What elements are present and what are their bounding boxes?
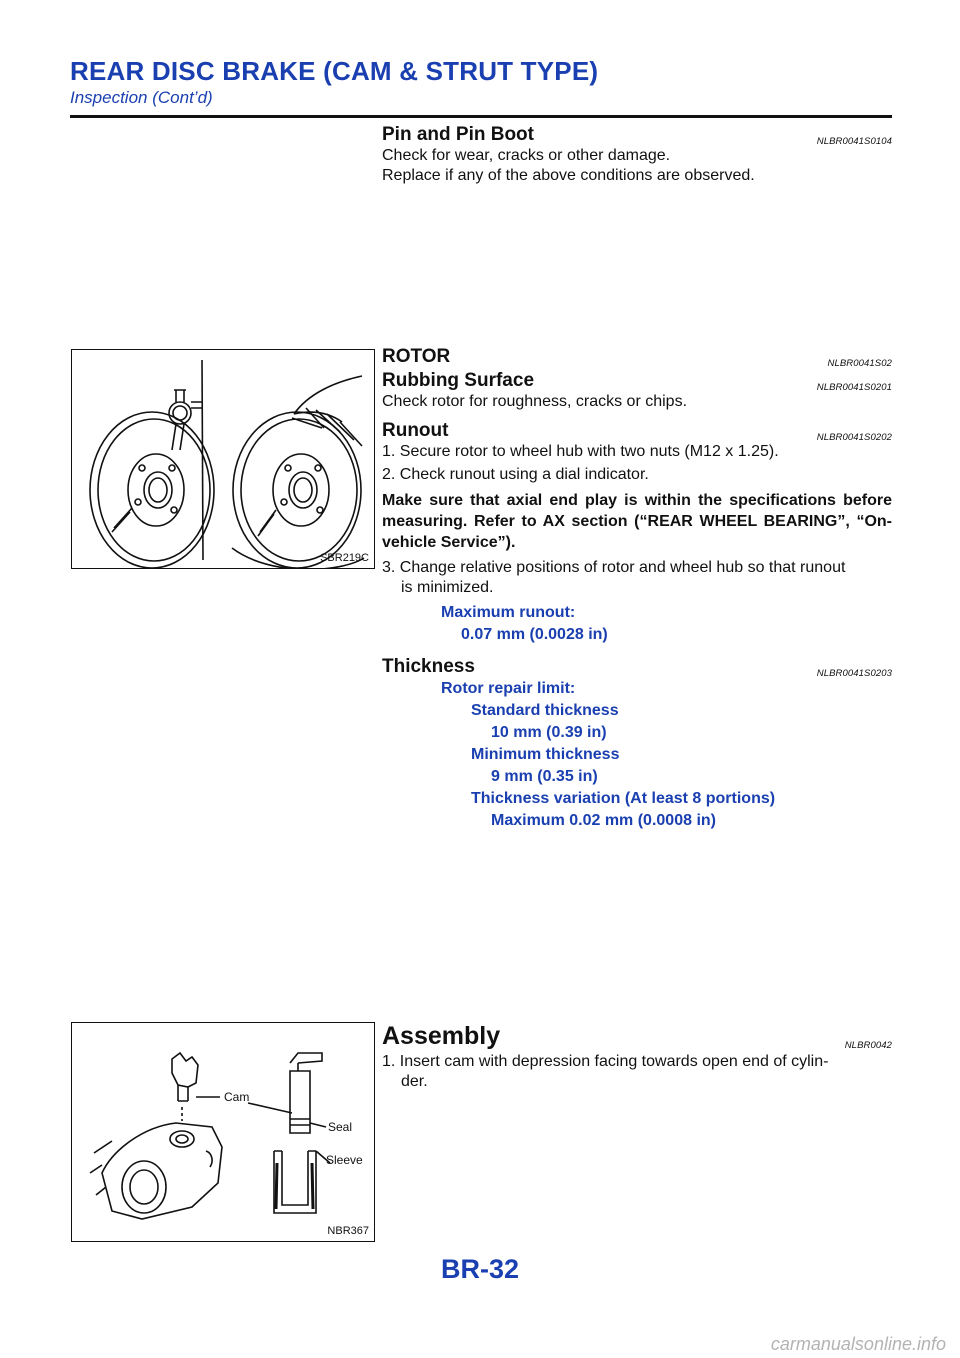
callout-sleeve: Sleeve <box>326 1153 363 1167</box>
rubbing-surface-code: NLBR0041S0201 <box>816 382 892 393</box>
rubbing-surface-heading: Rubbing Surface <box>382 370 535 391</box>
assembly-code: NLBR0042 <box>844 1040 892 1051</box>
figure-cam-label: NBR367 <box>327 1225 369 1237</box>
thickness-standard-value: 10 mm (0.39 in) <box>491 724 607 741</box>
rotor-dial-indicator-illustration <box>89 359 365 571</box>
runout-step-1: 1. Secure rotor to wheel hub with two nu… <box>382 443 779 460</box>
callout-seal: Seal <box>328 1120 352 1134</box>
runout-step-3: 3. Change relative positions of rotor an… <box>382 559 846 576</box>
thickness-code: NLBR0041S0203 <box>816 668 892 679</box>
figure-cam-assembly: Cam Seal Sleeve NBR367 <box>71 1022 375 1242</box>
runout-step-2: 2. Check runout using a dial indicator. <box>382 466 649 483</box>
page-number: BR-32 <box>440 1254 520 1284</box>
watermark: carmanualsonline.info <box>770 1334 946 1354</box>
thickness-heading: Thickness <box>382 656 475 677</box>
runout-note: Make sure that axial end play is within … <box>382 492 892 551</box>
thickness-minimum-label: Minimum thickness <box>471 746 620 763</box>
assembly-step-1: 1. Insert cam with depression facing tow… <box>382 1053 829 1070</box>
pin-boot-heading: Pin and Pin Boot <box>382 124 534 145</box>
thickness-standard-label: Standard thickness <box>471 702 619 719</box>
runout-spec-value: 0.07 mm (0.0028 in) <box>461 626 608 643</box>
runout-spec-label: Maximum runout: <box>441 604 576 621</box>
figure-rotor-runout: SBR219C <box>71 349 375 571</box>
thickness-minimum-value: 9 mm (0.35 in) <box>491 768 598 785</box>
rotor-heading: ROTOR <box>382 346 451 367</box>
header-divider <box>70 115 892 118</box>
thickness-variation-value: Maximum 0.02 mm (0.0008 in) <box>491 812 716 829</box>
figure-rotor-label: SBR219C <box>320 552 369 564</box>
assembly-step-1-cont: der. <box>401 1073 428 1090</box>
thickness-variation-label: Thickness variation (At least 8 portions… <box>471 790 776 807</box>
runout-heading: Runout <box>382 420 449 441</box>
page-header-subtitle: Inspection (Cont’d) <box>70 88 213 107</box>
thickness-repair-limit: Rotor repair limit: <box>441 680 576 697</box>
section-pin-boot: Pin and Pin Boot NLBR0041S0104 Check for… <box>382 124 892 186</box>
runout-step-3-cont: is minimized. <box>401 579 494 596</box>
rotor-code: NLBR0041S02 <box>827 358 892 369</box>
page-header-title: REAR DISC BRAKE (CAM & STRUT TYPE) <box>70 56 599 86</box>
pin-boot-line-2: Replace if any of the above conditions a… <box>382 167 755 184</box>
runout-code: NLBR0041S0202 <box>816 432 892 443</box>
pin-boot-line-1: Check for wear, cracks or other damage. <box>382 147 671 164</box>
section-rotor: ROTOR NLBR0041S02 Rubbing Surface NLBR00… <box>382 346 892 832</box>
cam-seal-sleeve-illustration: Cam Seal Sleeve <box>89 1051 363 1220</box>
callout-cam: Cam <box>224 1090 249 1104</box>
pin-boot-code: NLBR0041S0104 <box>816 136 892 147</box>
assembly-heading: Assembly <box>382 1022 501 1050</box>
rubbing-surface-text: Check rotor for roughness, cracks or chi… <box>382 393 688 410</box>
section-assembly: Assembly NLBR0042 1. Insert cam with dep… <box>382 1022 892 1092</box>
